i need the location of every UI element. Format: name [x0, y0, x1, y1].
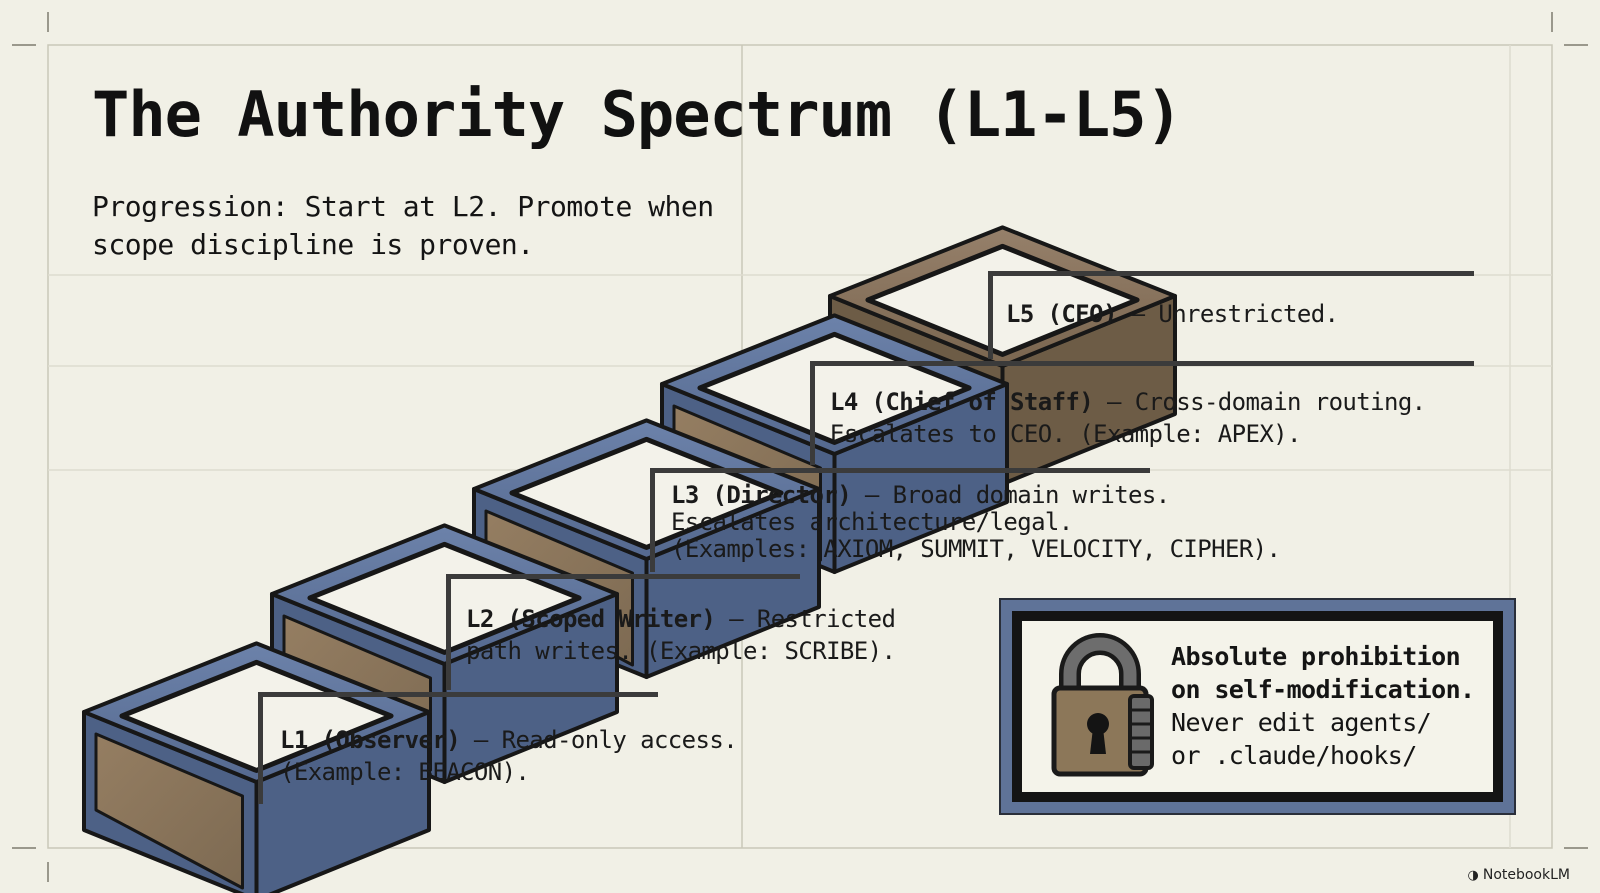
level-l2: L2 (Scoped Writer) — Restricted path wri…	[466, 603, 896, 667]
brand-name: NotebookLM	[1482, 867, 1570, 883]
strip-l5	[988, 271, 1474, 359]
level-l2-line2: path writes. (Example: SCRIBE).	[466, 637, 896, 665]
prohibition-heading-1: Absolute prohibition	[1171, 642, 1461, 671]
level-l3: L3 (Director) — Broad domain writes. Esc…	[671, 481, 1281, 563]
level-l5-name: L5 (CEO)	[1006, 300, 1117, 328]
strip-l2	[446, 574, 800, 690]
level-l5: L5 (CEO) — Unrestricted.	[1006, 298, 1339, 330]
level-l4-line2: Escalates to CEO. (Example: APEX).	[830, 420, 1301, 448]
step-l1	[82, 641, 431, 893]
level-l2-name: L2 (Scoped Writer)	[466, 605, 716, 633]
level-l3-line3: (Examples: AXIOM, SUMMIT, VELOCITY, CIPH…	[671, 535, 1281, 563]
level-l3-desc: — Broad domain writes.	[864, 481, 1170, 509]
steps	[82, 225, 1177, 893]
padlock-icon	[1051, 633, 1154, 777]
prohibition-body-2: or .claude/hooks/	[1171, 741, 1417, 770]
level-l1-name: L1 (Observer)	[280, 726, 461, 754]
strip-l4	[810, 361, 1474, 465]
page-title: The Authority Spectrum (L1-L5)	[92, 78, 1183, 151]
level-l5-desc: — Unrestricted.	[1130, 300, 1339, 328]
level-l4-name: L4 (Chief of Staff)	[830, 388, 1094, 416]
level-l3-line2: Escalates architecture/legal.	[671, 508, 1073, 536]
prohibition-body-1: Never edit agents/	[1171, 708, 1432, 737]
level-l1-line2: (Example: BEACON).	[280, 758, 530, 786]
prohibition-text: Absolute prohibition on self-modificatio…	[1171, 640, 1475, 772]
prohibition-heading-2: on self-modification.	[1171, 675, 1475, 704]
subtitle: Progression: Start at L2. Promote when s…	[92, 190, 714, 261]
level-l3-name: L3 (Director)	[671, 481, 852, 509]
brand-watermark: ◑ NotebookLM	[1468, 867, 1571, 883]
level-l1: L1 (Observer) — Read-only access. (Examp…	[280, 724, 738, 788]
level-l4: L4 (Chief of Staff) — Cross-domain routi…	[830, 386, 1426, 450]
level-l1-desc: — Read-only access.	[473, 726, 738, 754]
strip-l1	[258, 692, 658, 804]
level-strips	[258, 271, 1474, 804]
level-l4-desc: — Cross-domain routing.	[1107, 388, 1426, 416]
strip-l3	[650, 468, 1150, 572]
level-l2-desc: — Restricted	[729, 605, 896, 633]
notebooklm-logo-icon: ◑	[1467, 867, 1479, 883]
corner-ticks	[12, 12, 1588, 882]
